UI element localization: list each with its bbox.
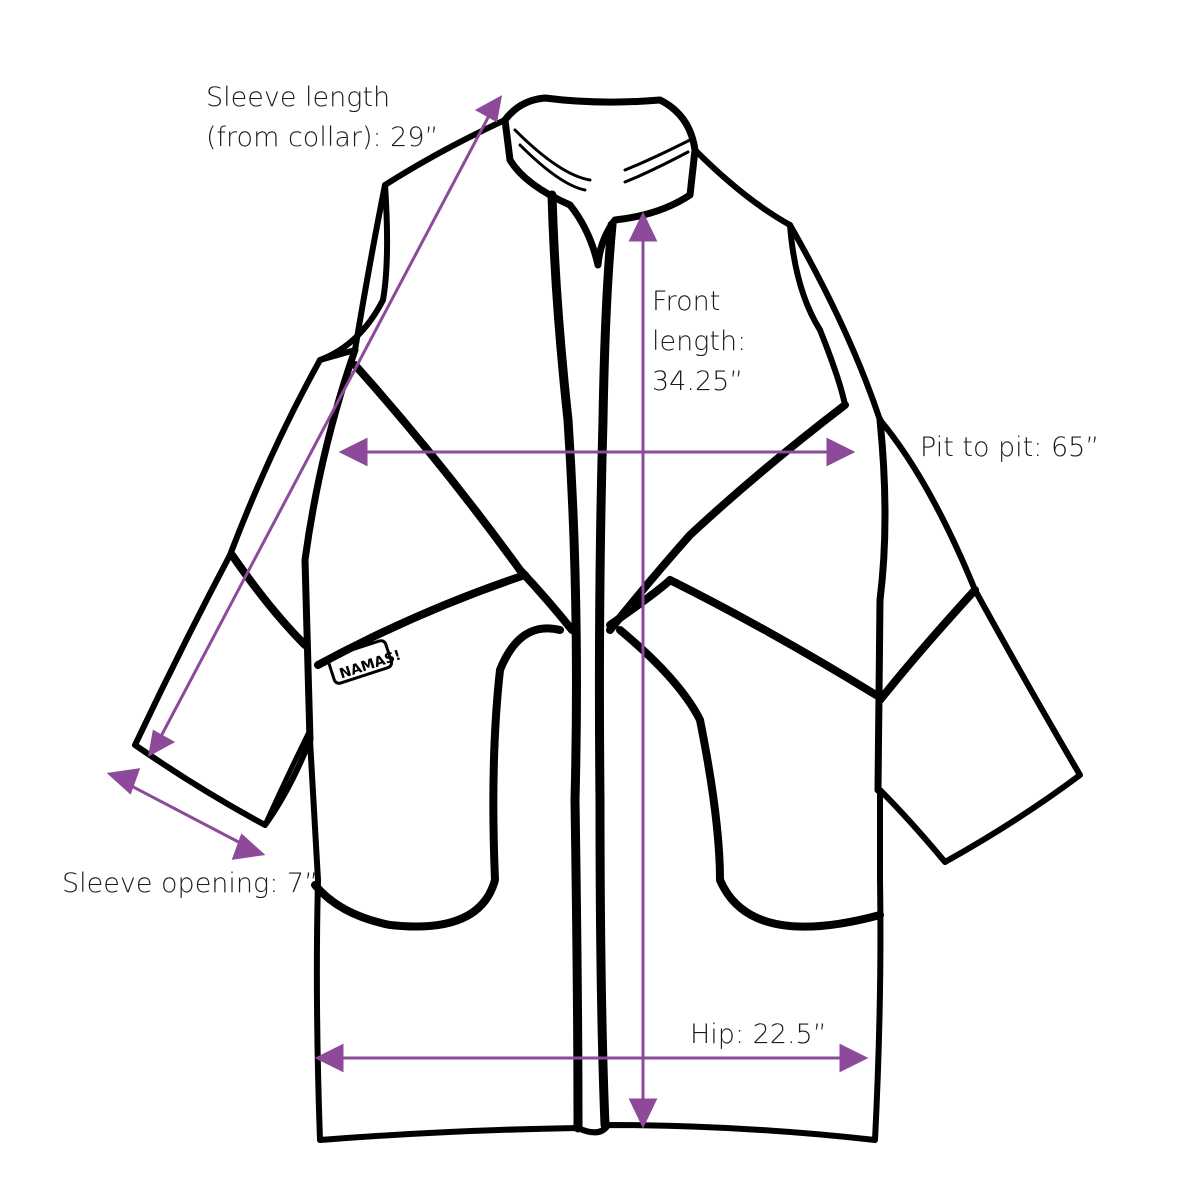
coat-outline: [132, 117, 1083, 1143]
pocket-right: [616, 626, 884, 931]
sleeve-length-arrow: [147, 95, 503, 757]
pit-to-pit-label: Pit to pit: 65”: [920, 432, 1100, 463]
front-length-line3: 34.25”: [652, 366, 744, 397]
sleeve-length-line2: (from collar): 29”: [206, 122, 439, 153]
sleeve-opening-label: Sleeve opening: 7”: [62, 868, 319, 899]
front-length-arrow: [628, 211, 658, 1129]
sleeve-length-line1: Sleeve length: [206, 82, 391, 113]
collar: [501, 94, 699, 269]
front-length-label: Front length: 34.25”: [652, 282, 746, 402]
front-length-line1: Front: [652, 286, 721, 317]
brand-tag-logo: NAMAS!: [326, 639, 403, 685]
front-length-line2: length:: [652, 326, 747, 357]
hip-label: Hip: 22.5”: [690, 1019, 827, 1050]
sleeve-opening-arrow: [106, 768, 266, 860]
pit-to-pit-arrow: [338, 437, 856, 467]
sleeve-length-label: Sleeve length (from collar): 29”: [206, 78, 439, 158]
pocket-left: [311, 624, 564, 931]
front-placket: [547, 190, 583, 1133]
hip-arrow: [314, 1043, 869, 1073]
